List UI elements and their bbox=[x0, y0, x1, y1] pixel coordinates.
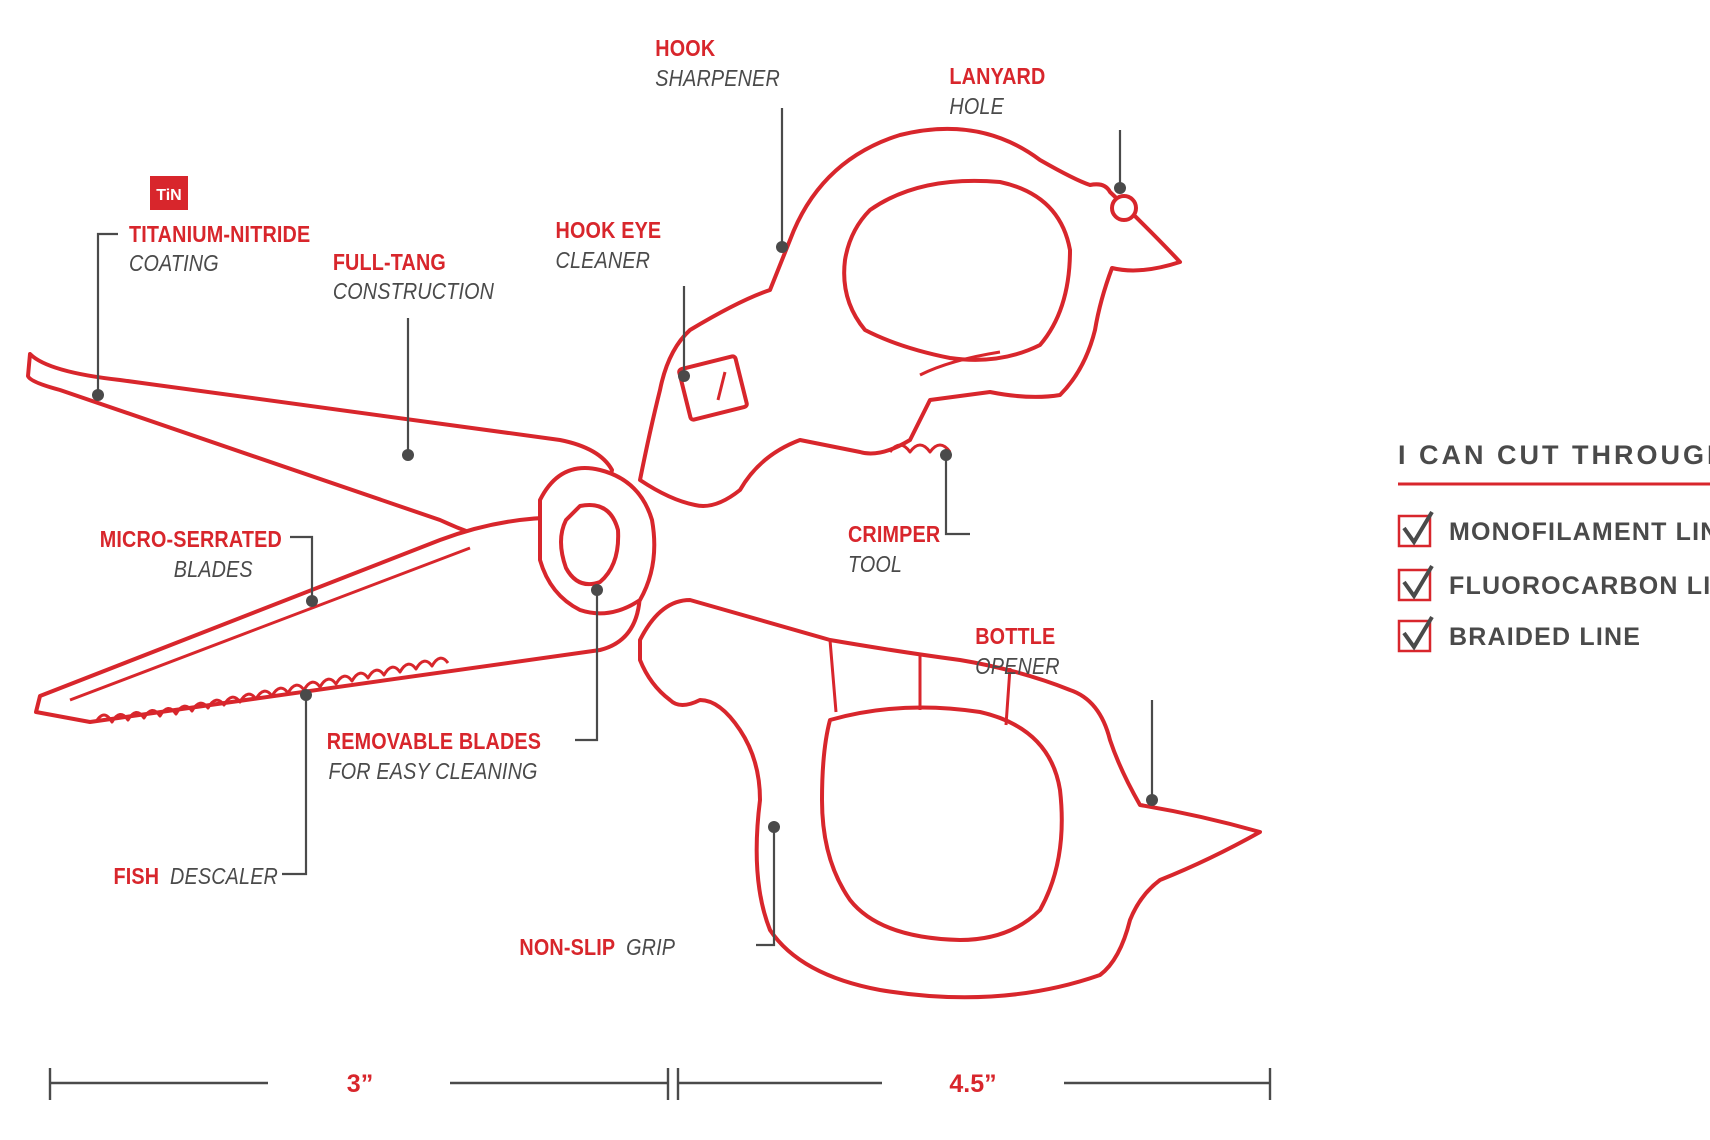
cut-through-legend: I CAN CUT THROUGH MONOFILAMENT LINE FLUO… bbox=[1397, 440, 1710, 653]
callout-hook-eye-title: HOOK EYE bbox=[556, 218, 662, 244]
callout-crimper: CRIMPER TOOL bbox=[848, 522, 941, 578]
callout-serrated-title: MICRO-SERRATED bbox=[100, 527, 282, 553]
tin-badge-text: TiN bbox=[156, 187, 181, 204]
callout-hook-eye-subtitle: CLEANER bbox=[556, 248, 651, 274]
hook-eye-slot bbox=[677, 354, 749, 422]
checkbox-icon bbox=[1397, 619, 1432, 653]
checkbox-icon bbox=[1397, 514, 1432, 548]
callout-serrated-subtitle: BLADES bbox=[174, 557, 254, 583]
crimper-teeth bbox=[888, 443, 952, 454]
legend-item: MONOFILAMENT LINE bbox=[1397, 510, 1710, 548]
checkmark-icon bbox=[1402, 564, 1434, 600]
callout-non-slip-grip: NON-SLIP GRIP bbox=[519, 935, 675, 961]
callout-lanyard: LANYARD HOLE bbox=[949, 64, 1045, 120]
callout-hook-eye: HOOK EYE CLEANER bbox=[556, 218, 662, 274]
legend-item: BRAIDED LINE bbox=[1397, 615, 1641, 653]
lower-finger-hole bbox=[820, 705, 1064, 942]
upper-finger-hole bbox=[842, 178, 1072, 362]
blade-length-label: 3” bbox=[347, 1070, 373, 1098]
scissors-illustration bbox=[26, 126, 1262, 1000]
callout-full-tang: FULL-TANG CONSTRUCTION bbox=[333, 250, 495, 305]
upper-handle-segment bbox=[919, 350, 1001, 377]
legend-item-label: FLUOROCARBON LINE bbox=[1449, 572, 1710, 600]
callout-coating: TITANIUM-NITRIDE COATING bbox=[129, 222, 310, 277]
callout-fish-descaler: FISH DESCALER bbox=[114, 864, 278, 890]
blade-edge-line bbox=[69, 546, 471, 702]
callout-crimper-subtitle: TOOL bbox=[848, 552, 902, 578]
callout-hook-sharpener: HOOK SHARPENER bbox=[655, 36, 780, 92]
callout-sharpener-subtitle: SHARPENER bbox=[655, 66, 780, 92]
callout-removable-subtitle: FOR EASY CLEANING bbox=[329, 759, 538, 785]
lower-handle-segments bbox=[828, 639, 1012, 726]
fish-descaler-teeth bbox=[94, 656, 450, 724]
callout-descaler-title: FISH bbox=[114, 864, 160, 890]
callout-removable-blades: REMOVABLE BLADES FOR EASY CLEANING bbox=[327, 729, 541, 785]
hook-eye-blade bbox=[716, 371, 727, 401]
checkbox-icon bbox=[1397, 568, 1432, 602]
tin-badge: TiN bbox=[150, 176, 188, 210]
callout-lanyard-subtitle: HOLE bbox=[949, 94, 1004, 120]
callout-coating-title: TITANIUM-NITRIDE bbox=[129, 222, 310, 248]
checkmark-icon bbox=[1402, 615, 1434, 651]
callout-bottle-title: BOTTLE bbox=[975, 624, 1055, 650]
callout-coating-subtitle: COATING bbox=[129, 251, 219, 277]
callout-removable-title: REMOVABLE BLADES bbox=[327, 729, 541, 755]
callout-bottle-subtitle: OPENER bbox=[975, 654, 1060, 680]
callout-sharpener-title: HOOK bbox=[655, 36, 715, 62]
callout-bottle-opener: BOTTLE OPENER bbox=[975, 624, 1060, 680]
lanyard-hole bbox=[1110, 194, 1138, 222]
callout-tang-title: FULL-TANG bbox=[333, 250, 446, 276]
dimension-bar: 3” 4.5” bbox=[48, 1068, 1272, 1100]
handle-length-label: 4.5” bbox=[949, 1070, 996, 1098]
legend-item-label: BRAIDED LINE bbox=[1449, 623, 1641, 651]
callout-grip-subtitle: GRIP bbox=[626, 935, 675, 961]
svg-text:NON-SLIP GRIP: NON-SLIP GRIP bbox=[519, 935, 675, 961]
callout-descaler-subtitle: DESCALER bbox=[170, 864, 278, 890]
legend-item: FLUOROCARBON LINE bbox=[1397, 564, 1710, 602]
callout-lanyard-title: LANYARD bbox=[949, 64, 1045, 90]
callout-grip-title: NON-SLIP bbox=[519, 935, 615, 961]
leader-lines bbox=[92, 108, 1158, 947]
callout-micro-serrated: MICRO-SERRATED BLADES bbox=[100, 527, 282, 583]
pivot-cutout bbox=[559, 503, 621, 587]
callout-crimper-title: CRIMPER bbox=[848, 522, 941, 548]
svg-text:FISH DESCALER: FISH DESCALER bbox=[114, 864, 278, 890]
checkmark-icon bbox=[1402, 510, 1434, 546]
legend-title: I CAN CUT THROUGH bbox=[1398, 440, 1710, 470]
legend-item-label: MONOFILAMENT LINE bbox=[1449, 518, 1710, 546]
callout-tang-subtitle: CONSTRUCTION bbox=[333, 279, 495, 305]
